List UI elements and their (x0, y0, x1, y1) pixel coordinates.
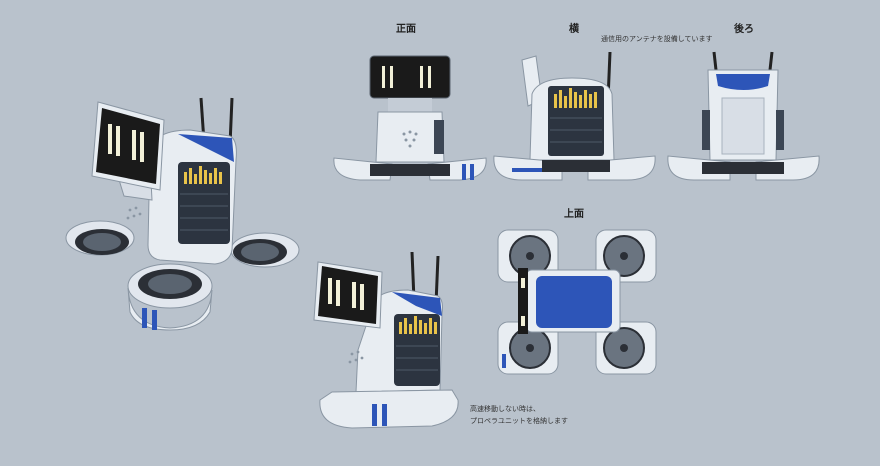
robot-front-view (333, 55, 487, 181)
label-top: 上面 (564, 209, 584, 220)
robot-top-view (497, 229, 657, 375)
robot-perspective-stored (313, 251, 459, 429)
robot-back-view (667, 51, 820, 181)
label-back: 後ろ (734, 24, 754, 35)
label-front: 正面 (396, 24, 416, 35)
note-antenna: 通信用のアンテナを設備しています (601, 35, 713, 43)
note-storage-line1: 高速移動しない時は、 (470, 405, 540, 413)
robot-perspective-propeller (65, 97, 300, 331)
label-side: 横 (569, 24, 579, 35)
note-storage-line2: プロペラユニットを格納します (470, 417, 568, 425)
robot-side-view (493, 51, 656, 181)
